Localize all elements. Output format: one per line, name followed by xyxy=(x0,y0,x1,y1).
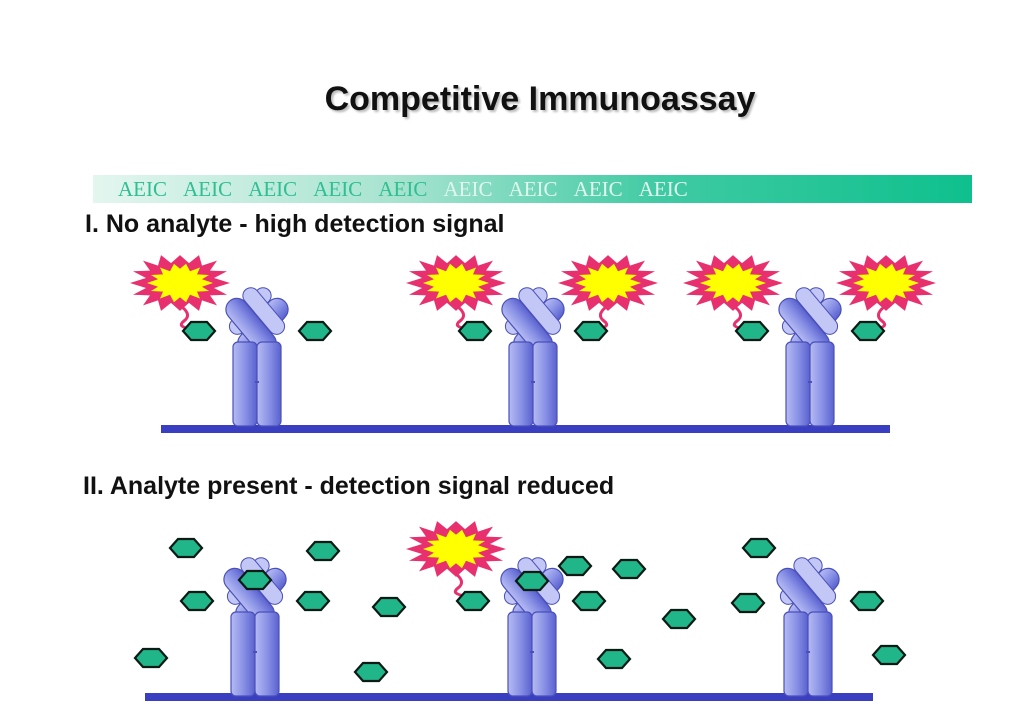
banner-word: AEIC xyxy=(573,177,623,201)
free-analyte-icon xyxy=(353,661,389,683)
banner-word: AEIC xyxy=(118,177,167,201)
free-analyte-icon xyxy=(305,540,341,562)
label-tether xyxy=(453,572,467,598)
free-analyte-icon xyxy=(596,648,632,670)
banner-word: AEIC xyxy=(508,177,558,201)
signal-burst-icon xyxy=(130,255,230,311)
labeled-analyte-icon xyxy=(181,320,217,342)
free-analyte-icon xyxy=(514,570,550,592)
labeled-analyte-icon xyxy=(850,320,886,342)
analyte-icon xyxy=(730,592,766,614)
labeled-analyte-icon xyxy=(573,320,609,342)
signal-burst-icon xyxy=(836,255,936,311)
signal-burst-icon xyxy=(558,255,658,311)
banner-gradient xyxy=(93,175,972,203)
antibody xyxy=(220,283,294,427)
free-analyte-icon xyxy=(871,644,907,666)
banner-word: AEIC xyxy=(183,177,233,201)
analyte-icon xyxy=(849,590,885,612)
banner-text: AEIC AEIC AEIC AEIC AEIC AEIC AEIC AEIC … xyxy=(118,177,700,202)
free-analyte-icon xyxy=(168,537,204,559)
free-analyte-icon xyxy=(557,555,593,577)
signal-burst-icon xyxy=(683,255,783,311)
banner-word: AEIC xyxy=(443,177,493,201)
analyte-icon xyxy=(179,590,215,612)
free-analyte-icon xyxy=(611,558,647,580)
analyte-icon xyxy=(571,590,607,612)
analyte-icon xyxy=(295,590,331,612)
solid-surface xyxy=(161,425,890,433)
antibody xyxy=(771,553,845,697)
labeled-analyte-icon xyxy=(457,320,493,342)
banner-word: AEIC xyxy=(378,177,428,201)
banner-word: AEIC xyxy=(638,177,688,201)
banner-word: AEIC xyxy=(248,177,298,201)
antibody xyxy=(773,283,847,427)
signal-burst-icon xyxy=(406,255,506,311)
solid-surface xyxy=(145,693,873,701)
section-heading-analyte-present: II. Analyte present - detection signal r… xyxy=(83,472,615,500)
labeled-analyte-icon xyxy=(734,320,770,342)
free-analyte-icon xyxy=(741,537,777,559)
antibody xyxy=(496,283,570,427)
free-analyte-icon xyxy=(371,596,407,618)
labeled-analyte-icon xyxy=(455,590,491,612)
free-analyte-icon xyxy=(661,608,697,630)
analyte-icon xyxy=(297,320,333,342)
section-heading-no-analyte: I. No analyte - high detection signal xyxy=(85,210,505,238)
page-title: Competitive Immunoassay xyxy=(324,80,756,118)
signal-burst-icon xyxy=(406,521,506,577)
free-analyte-icon xyxy=(237,569,273,591)
banner-word: AEIC xyxy=(313,177,363,201)
free-analyte-icon xyxy=(133,647,169,669)
